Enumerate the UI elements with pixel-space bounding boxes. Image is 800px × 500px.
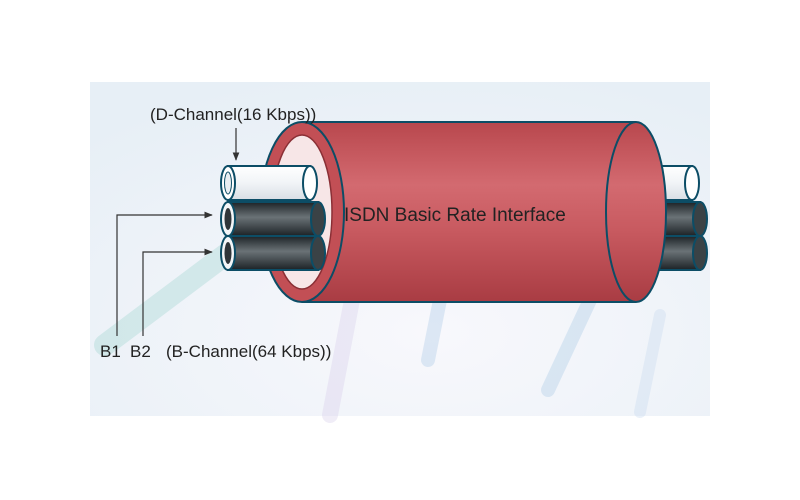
b1-arrow — [116, 211, 213, 336]
b1-label: B1 — [100, 342, 121, 361]
d-channel-wire — [220, 165, 318, 201]
d-channel-label: (D-Channel(16 Kbps)) — [150, 105, 316, 124]
background-decoration — [94, 244, 666, 423]
b2-label: B2 — [130, 342, 151, 361]
diagram-title: ISDN Basic Rate Interface — [344, 205, 566, 226]
b1-channel-wire — [220, 201, 326, 237]
label-arrows — [116, 128, 240, 336]
b2-arrow — [142, 248, 213, 336]
b-channel-label: (B-Channel(64 Kbps)) — [166, 342, 331, 361]
b2-channel-wire — [220, 235, 326, 271]
